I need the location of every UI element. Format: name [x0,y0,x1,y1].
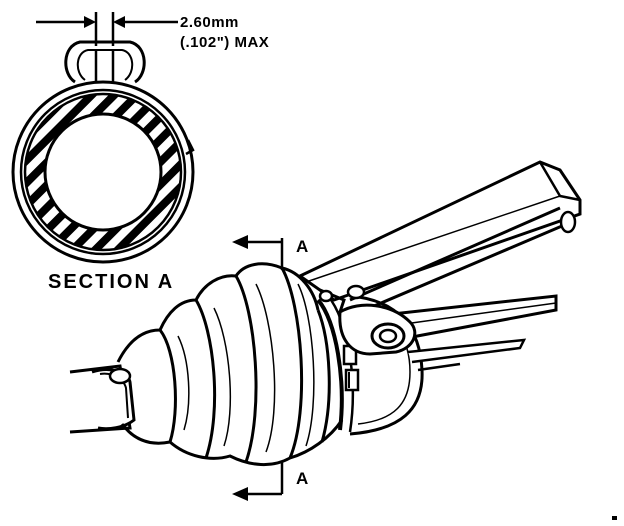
section-title: SECTION A [48,271,174,293]
tool-jaw-bolt [318,289,334,303]
tool-adjust-screw [346,284,366,300]
clamp-ear-outer [64,40,146,84]
boot-outline-bottom [120,419,344,467]
tool-spring-arm-lower [417,362,461,372]
cv-boot [116,262,344,467]
clamp-ear-inner [76,49,134,81]
section-a-view [11,40,195,264]
section-cut-line-bottom: A [232,462,308,501]
tool-lower-handle-inner [389,302,557,327]
tool-link-upper [349,206,561,302]
tool-spring-arm [407,338,527,364]
shaft-bore [43,112,163,232]
cut-arrow-top [232,235,248,249]
cut-label-top: A [296,237,308,256]
tool-handle-tip [559,210,577,234]
dimension-metric-label: 2.60mm [180,14,239,31]
boot-rib-line-2 [213,307,232,447]
dimension-callout: 2.60mm (.102") MAX [36,12,269,51]
section-cut-line-top: A [232,235,308,270]
dimension-imperial-label: (.102") MAX [180,34,269,51]
drive-shaft [69,364,136,434]
clamp-tab [185,139,195,156]
tool-link-lower [359,224,563,314]
boot-convolution-4 [280,267,304,459]
boot-rib-line-1 [177,335,190,431]
tool-pivot-inner [378,328,398,344]
boot-convolution-1 [158,329,177,443]
tool-upper-handle-inner [305,195,561,283]
small-clamp-ear [108,367,132,385]
boot-convolution-3 [234,275,258,463]
dimension-arrowhead-right [113,16,125,28]
boot-convolution-2 [194,299,217,459]
boot-convolution-5 [316,309,331,443]
large-clamp-band-front [316,298,344,431]
boot-outline-top [116,262,320,363]
cut-arrow-bottom [232,487,248,501]
clamp-ear-block-lower [344,368,360,392]
clamp-crimping-tool [297,160,582,372]
boot-rib-line-3 [255,283,276,453]
cut-label-bottom: A [296,469,308,488]
boot-rib-line-4 [297,283,315,447]
scan-speck [612,516,617,520]
dimension-arrowhead-left [84,16,96,28]
